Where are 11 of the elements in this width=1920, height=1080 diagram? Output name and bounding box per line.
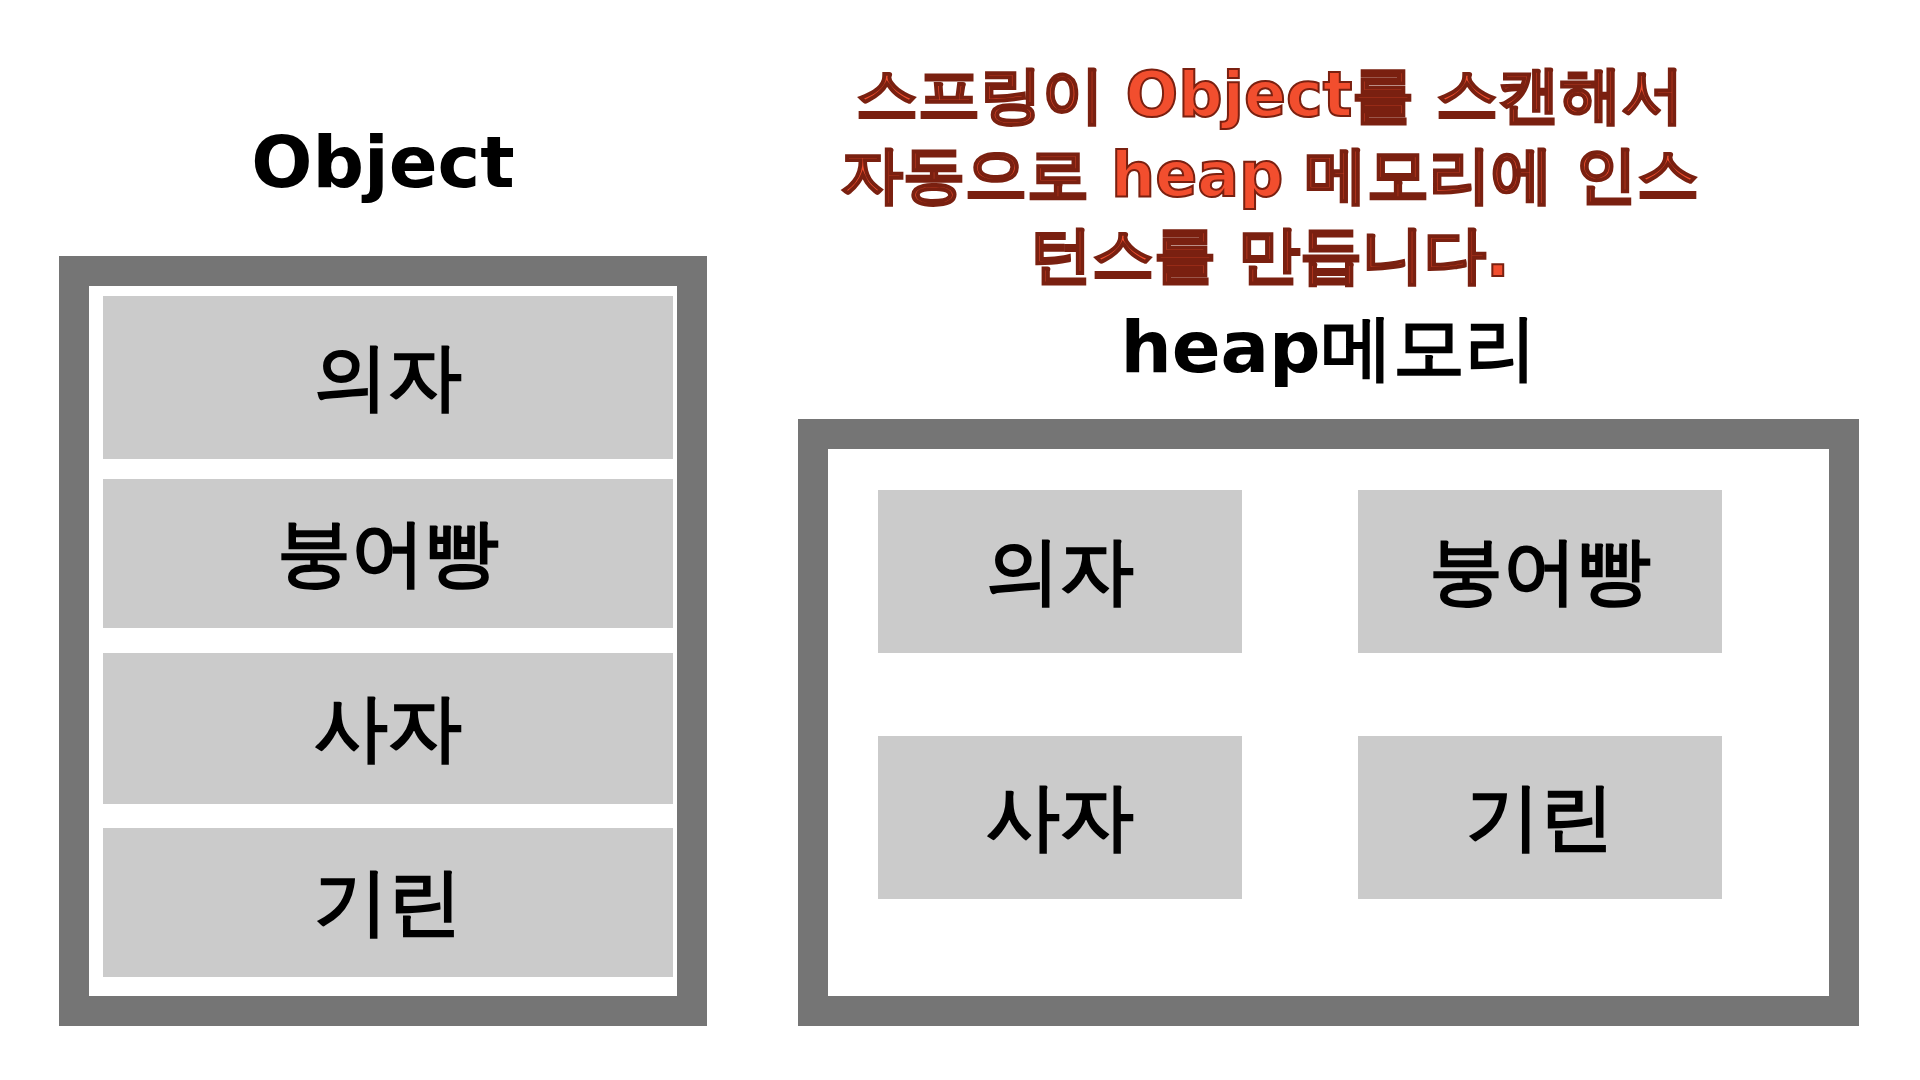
object-box: 붕어빵 bbox=[1358, 490, 1722, 653]
container-heading: Object bbox=[250, 120, 516, 204]
note-text: 스프링이 Object를 스캔해서 자동으로 heap 메모리에 인스턴스를 만듭니다. bbox=[840, 57, 1700, 293]
object-box: 사자 bbox=[103, 653, 673, 804]
object-box: 의자 bbox=[878, 490, 1242, 653]
object-box: 붕어빵 bbox=[103, 479, 673, 628]
object-box: 의자 bbox=[103, 296, 673, 459]
object-box: 기린 bbox=[103, 828, 673, 977]
object-box: 사자 bbox=[878, 736, 1242, 899]
container-heading: heap메모리 bbox=[1119, 304, 1538, 391]
object-box: 기린 bbox=[1358, 736, 1722, 899]
